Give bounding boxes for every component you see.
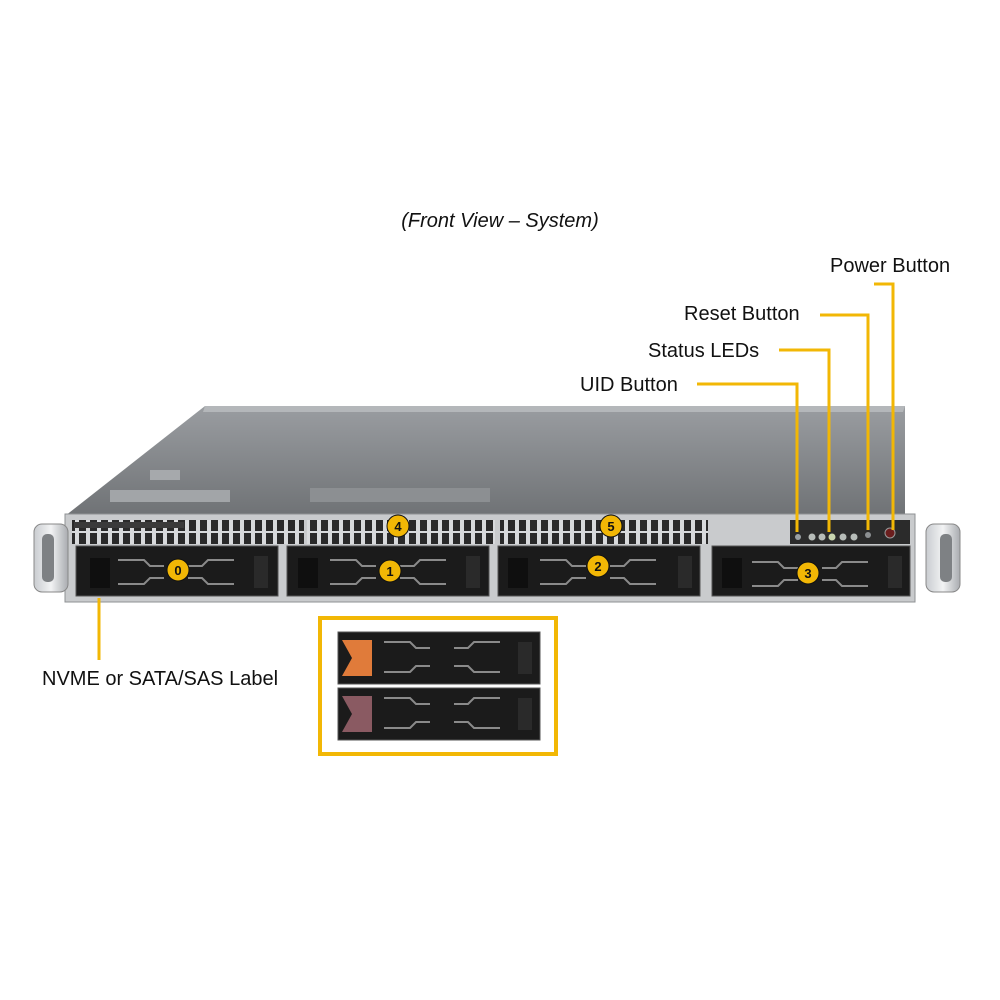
bay-marker-3: 3 <box>796 561 820 585</box>
status-led-icon <box>828 533 836 541</box>
bay-number-1: 1 <box>386 564 393 579</box>
bay-marker-2: 2 <box>586 554 610 578</box>
sata-sas-drive-tray <box>337 687 541 741</box>
drive-label-inset <box>318 616 558 756</box>
figure-caption: (Front View – System) <box>401 210 599 232</box>
bay-number-4: 4 <box>394 519 402 534</box>
drive-label-callout: NVME or SATA/SAS Label <box>42 668 279 690</box>
reset-button-label: Reset Button <box>684 303 800 325</box>
drive-bay-3[interactable] <box>711 545 911 597</box>
bay-marker-4: 4 <box>386 514 410 538</box>
bay-number-0: 0 <box>174 563 181 578</box>
uid-button[interactable] <box>795 534 801 540</box>
chassis-top <box>65 406 905 516</box>
rack-handle-right <box>925 523 961 593</box>
bay-marker-0: 0 <box>166 558 190 582</box>
drive-bay-1[interactable] <box>286 545 490 597</box>
bay-number-5: 5 <box>607 519 614 534</box>
rack-handle-left <box>33 523 69 593</box>
bay-number-3: 3 <box>804 566 811 581</box>
power-button[interactable] <box>884 527 896 539</box>
bay-marker-1: 1 <box>378 559 402 583</box>
nvme-drive-tray <box>337 631 541 685</box>
control-panel <box>790 520 910 544</box>
status-led-icon <box>818 533 826 541</box>
callout-lines <box>97 282 895 660</box>
bay-marker-5: 5 <box>599 514 623 538</box>
bay-number-2: 2 <box>594 559 601 574</box>
status-led-icon <box>839 533 847 541</box>
reset-button[interactable] <box>865 532 871 538</box>
status-leds-label: Status LEDs <box>648 340 760 362</box>
status-led-icon <box>850 533 858 541</box>
power-button-label: Power Button <box>830 255 951 277</box>
uid-button-label: UID Button <box>580 374 678 396</box>
status-led-icon <box>808 533 816 541</box>
